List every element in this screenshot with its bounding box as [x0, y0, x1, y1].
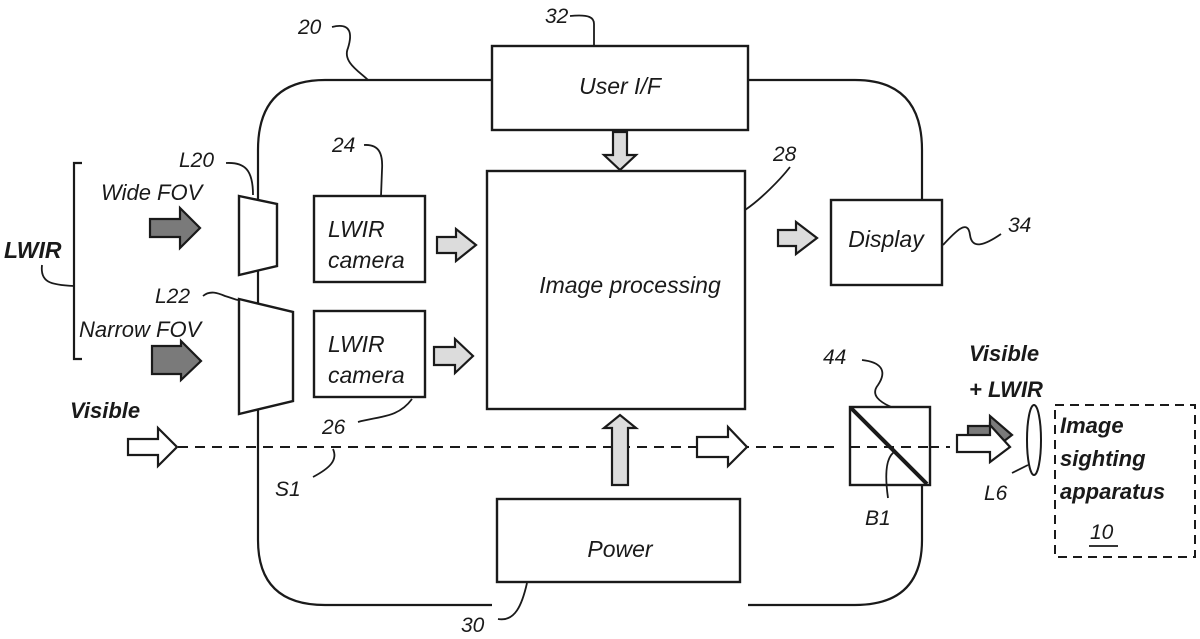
output-label-line2: + LWIR [969, 377, 1043, 402]
image-processing-block[interactable] [485, 169, 747, 411]
sighting-line2: sighting [1060, 446, 1146, 471]
ref-30: 30 [461, 614, 485, 637]
power-block[interactable] [495, 497, 742, 584]
leader-l6 [1011, 464, 1029, 474]
display-label: Display [848, 226, 925, 252]
sighting-ref-10: 10 [1090, 521, 1114, 544]
leader-32 [569, 14, 595, 46]
ref-l6: L6 [984, 482, 1008, 505]
ref-44: 44 [823, 346, 846, 369]
arrow-narrow-fov-input [150, 338, 203, 383]
leader-44 [861, 359, 892, 408]
arrow-userif-to-processing [601, 130, 639, 172]
output-lens-l6 [1026, 404, 1042, 476]
arrow-camera-wide-to-processing [435, 226, 478, 264]
lwir-camera-narrow-line1: LWIR [328, 331, 385, 357]
display-block[interactable] [829, 198, 944, 287]
lwir-bracket-leader [40, 264, 75, 287]
lwir-camera-narrow-block[interactable] [312, 309, 427, 399]
ref-l22: L22 [155, 285, 190, 308]
lwir-camera-wide-block[interactable] [312, 194, 427, 284]
ref-l20: L20 [179, 149, 214, 172]
leader-s1 [312, 448, 336, 478]
leader-28 [744, 166, 791, 211]
user-if-block[interactable] [490, 44, 750, 132]
leader-26 [357, 398, 413, 423]
ref-s1: S1 [275, 478, 301, 501]
lwir-input-label: LWIR [4, 237, 62, 263]
ref-26: 26 [321, 416, 346, 439]
wide-fov-label: Wide FOV [101, 180, 205, 205]
ref-28: 28 [772, 143, 797, 166]
narrow-fov-label: Narrow FOV [79, 317, 204, 342]
leader-l22 [202, 291, 239, 301]
ref-24: 24 [331, 134, 355, 157]
arrow-visible-internal [695, 424, 749, 469]
leader-20 [331, 25, 369, 81]
arrow-power-to-processing [600, 413, 640, 487]
leader-34 [942, 226, 1002, 246]
user-if-label: User I/F [579, 73, 663, 99]
arrow-visible-input [126, 425, 179, 469]
output-label-line1: Visible [969, 341, 1039, 366]
leader-b1 [885, 450, 897, 499]
visible-input-label: Visible [70, 398, 140, 423]
ref-b1: B1 [865, 507, 891, 530]
arrow-output-visible [955, 422, 1012, 465]
lens-l22 [237, 297, 295, 416]
leader-l20 [225, 162, 254, 196]
sighting-line1: Image [1060, 413, 1124, 438]
ref-34: 34 [1008, 214, 1031, 237]
ref-32: 32 [545, 5, 569, 28]
power-label: Power [587, 536, 654, 562]
ref-20: 20 [297, 16, 322, 39]
lwir-bracket [72, 161, 82, 361]
leader-30 [497, 582, 528, 621]
lens-l20 [237, 194, 279, 277]
arrow-wide-fov-input [148, 205, 202, 251]
lwir-camera-narrow-line2: camera [328, 362, 405, 388]
lwir-camera-wide-line1: LWIR [328, 216, 385, 242]
lwir-camera-wide-line2: camera [328, 247, 405, 273]
image-processing-label: Image processing [539, 272, 721, 298]
arrow-processing-to-display [776, 219, 819, 257]
arrow-camera-narrow-to-processing [432, 336, 475, 376]
image-sighting-apparatus-box[interactable] [1054, 404, 1196, 558]
sighting-line3: apparatus [1060, 479, 1165, 504]
housing-outline [256, 78, 924, 607]
leader-24 [363, 144, 384, 197]
